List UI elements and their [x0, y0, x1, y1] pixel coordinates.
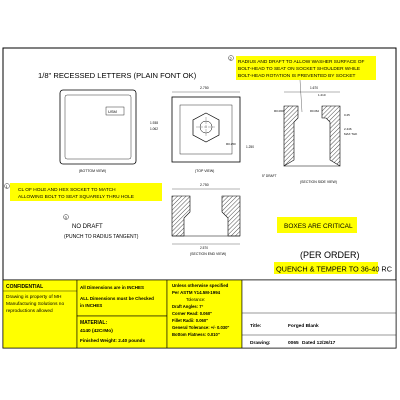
- finished-weight: Finished Weight: 2.40 pounds: [80, 338, 145, 343]
- confidential-label: CONFIDENTIAL: [6, 284, 43, 290]
- radius-note-line1: RADIUS AND DRAFT TO ALLOW WASHER SURFACE…: [238, 59, 364, 65]
- side-top-dim: 1.210: [318, 93, 326, 97]
- side-thk-dim: 2.446: [344, 127, 352, 131]
- per-order-label: (PER ORDER): [300, 250, 360, 260]
- boxes-critical-label: BOXES ARE CRITICAL: [284, 223, 353, 230]
- side-right-dim: 0.25: [344, 113, 350, 117]
- material-label: MATERIAL:: [80, 320, 107, 326]
- side-section-right: [321, 105, 341, 167]
- title-label: Title:: [250, 323, 262, 329]
- no-draft-label: NO DRAFT: [72, 224, 103, 230]
- draft-5-label: 5° DRAFT: [262, 174, 277, 178]
- section-side-view: 1.670 1.210 R0.060 R0.062 2.446 MAX THK …: [262, 86, 357, 184]
- recessed-letters-label: 1/8" RECESSED LETTERS (PLAIN FONT OK): [38, 71, 197, 80]
- general-tolerance: General Tolerance: +/- 0.030": [172, 325, 229, 330]
- quench-label: QUENCH & TEMPER TO 36-40 RC: [276, 265, 392, 274]
- top-offset-dim: 1.250: [246, 145, 254, 149]
- section-end-view: 2.750 2.570 (SECTION END VIEW): [171, 183, 241, 256]
- radius-note-box: [236, 56, 376, 80]
- radius-note-line3: BOLT-HEAD ROTATION IS PREVENTED BY SOCKE…: [238, 73, 356, 79]
- callout-1: 1: [6, 184, 9, 189]
- unless-1: Unless otherwise specified: [172, 283, 229, 288]
- radius-note-line2: BOLT-HEAD TO SEAT ON SOCKET SHOULDER WHI…: [238, 66, 360, 72]
- callout-3-circle: [63, 214, 69, 220]
- bottom-flatness: Bottom Flatness: 0.010": [172, 332, 220, 337]
- callout-cl-circle: [4, 183, 10, 189]
- side-maxthk-label: MAX THK: [344, 132, 357, 136]
- fillet-radii: Fillet Radii: 0.060": [172, 318, 208, 323]
- dims-checked-1: ALL Dimensions must be Checked: [80, 296, 154, 301]
- prop-line1: Drawing is property of MH: [6, 294, 62, 300]
- boxes-critical-box: [277, 217, 357, 233]
- side-r060-dim: R0.060: [274, 109, 284, 113]
- side-r1-dim: R0.062: [310, 109, 319, 113]
- top-view-inner: [179, 104, 233, 155]
- punch-note: (PUNCH TO RADIUS TANGENT): [64, 234, 139, 240]
- section-side-caption: (SECTION SIDE VIEW): [300, 180, 337, 184]
- end-section-left: [171, 195, 191, 237]
- end-section-right: [221, 195, 241, 237]
- end-width-dim: 2.750: [200, 183, 209, 187]
- material-panel: [76, 315, 168, 349]
- title-value: Forged Blank: [288, 323, 319, 329]
- usm-text: USM: [108, 109, 117, 114]
- dated-value: Dated 12/26/17: [302, 340, 336, 346]
- hex-socket: [192, 112, 220, 143]
- cl-note-line2: ALLOWING BOLT TO SEAT SQUARELY THRU HOLE: [18, 194, 134, 200]
- callout-2-circle: [228, 55, 234, 61]
- top-left-dim: 1.062: [150, 127, 158, 131]
- top-width-dim: 2.750: [200, 86, 209, 90]
- title-panel: [241, 279, 397, 349]
- top-view-outline: [171, 96, 241, 163]
- side-section-left: [283, 105, 299, 167]
- side-width-dim: 1.670: [310, 86, 318, 90]
- corner-reads: Corner Read: 0.060": [172, 311, 212, 316]
- dims-inches: All Dimensions are in INCHES: [80, 285, 144, 290]
- unless-2: Per ASTM Y14.5M-1994: [172, 290, 221, 295]
- callout-2: 2: [230, 56, 233, 61]
- top-height-dim: 1.938: [150, 121, 158, 125]
- usm-box: [105, 106, 125, 116]
- tolerance-label: Tolerance:: [186, 297, 205, 302]
- cl-note-line1: CL OF HOLE AND HEX SOCKET TO MATCH: [18, 187, 116, 193]
- top-view-caption: (TOP VIEW): [195, 169, 214, 173]
- material-value: 4140 (42CrMo): [80, 328, 113, 334]
- drawing-label: Drawing:: [250, 340, 271, 346]
- title-block: CONFIDENTIAL Drawing is property of MH M…: [2, 279, 397, 349]
- end-bottom-dim: 2.570: [200, 246, 208, 250]
- quench-box: [274, 262, 378, 274]
- top-r-dim: R0.250: [226, 142, 236, 146]
- drawing-value: 0065: [288, 340, 299, 346]
- top-view: 2.750 1.938 1.062 1.250 R0.250 (TOP VIEW…: [150, 86, 254, 173]
- bottom-view-outline: [59, 89, 137, 165]
- prop-line3: reproductions allowed: [6, 308, 53, 314]
- bottom-view-inner: [64, 94, 132, 160]
- bottom-view: USM (BOTTOM VIEW): [59, 89, 137, 173]
- draft-angles: Draft Angles: 7°: [172, 304, 204, 309]
- dims-checked-2: in INCHES: [80, 303, 102, 308]
- confidential-panel: [2, 279, 78, 349]
- prop-line2: Manufacturing Solutions no: [6, 301, 64, 307]
- tolerance-panel: [166, 279, 243, 349]
- section-end-caption: (SECTION END VIEW): [190, 252, 226, 256]
- callout-3: 3: [65, 215, 68, 220]
- cl-note-box: [10, 183, 162, 201]
- bottom-view-caption: (BOTTOM VIEW): [79, 169, 106, 173]
